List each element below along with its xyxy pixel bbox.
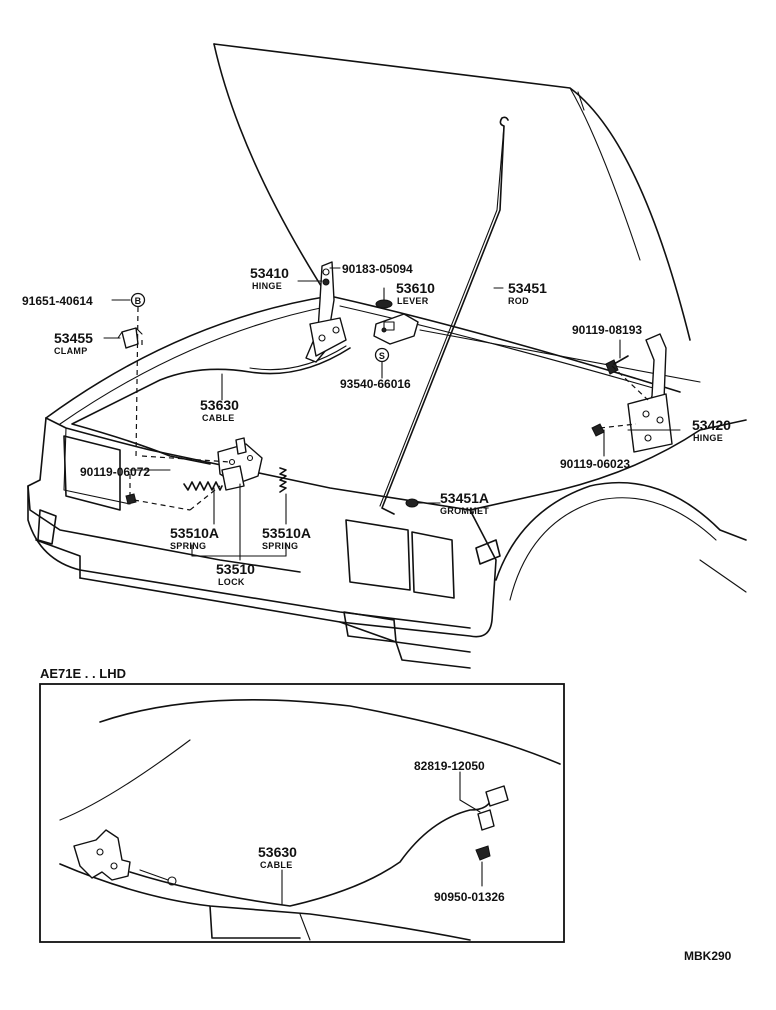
hinge-left — [305, 261, 347, 363]
hinge-right — [627, 333, 673, 453]
label-hinge-left: HINGE — [252, 281, 282, 291]
springs — [183, 467, 287, 493]
hood-panel — [213, 43, 691, 341]
label-53451: 53451 — [508, 280, 547, 296]
label-clamp: CLAMP — [54, 346, 88, 356]
label-53610: 53610 — [396, 280, 435, 296]
marker-s-label: S — [379, 351, 385, 361]
label-82819-12050: 82819-12050 — [414, 759, 485, 773]
label-93540-66016: 93540-66016 — [340, 377, 411, 391]
label-spring-right: SPRING — [262, 541, 298, 551]
release-cable — [71, 345, 351, 465]
label-53510: 53510 — [216, 561, 255, 577]
lever — [373, 299, 419, 345]
label-cable-inset: CABLE — [260, 860, 293, 870]
label-hinge-right: HINGE — [693, 433, 723, 443]
label-53510a-right: 53510A — [262, 525, 311, 541]
label-53420: 53420 — [692, 417, 731, 433]
label-90183-05094: 90183-05094 — [342, 262, 413, 276]
fasteners — [125, 278, 629, 508]
label-lever: LEVER — [397, 296, 429, 306]
label-53510a-left: 53510A — [170, 525, 219, 541]
label-90119-08193: 90119-08193 — [572, 323, 642, 337]
clamp — [117, 327, 143, 349]
car-body — [27, 295, 747, 669]
label-cable-main: CABLE — [202, 413, 235, 423]
inset-body — [59, 699, 561, 941]
label-53630-inset: 53630 — [258, 844, 297, 860]
label-grommet: GROMMET — [440, 506, 489, 516]
hood-rod — [379, 116, 509, 515]
marker-b-label: B — [135, 296, 142, 306]
label-53410: 53410 — [250, 265, 289, 281]
label-90119-06072: 90119-06072 — [80, 465, 150, 479]
label-90950-01326: 90950-01326 — [434, 890, 505, 904]
leader-lines — [103, 267, 681, 561]
label-lock: LOCK — [218, 577, 245, 587]
label-rod: ROD — [508, 296, 529, 306]
label-spring-left: SPRING — [170, 541, 206, 551]
dashed-leaders — [129, 306, 649, 511]
lock-assembly — [217, 437, 263, 491]
inset-title: AE71E . . LHD — [40, 666, 126, 681]
inset-leaders — [281, 771, 483, 905]
label-53455: 53455 — [54, 330, 93, 346]
marker-b — [130, 292, 146, 308]
figure-code: MBK290 — [684, 949, 732, 963]
label-90119-06023: 90119-06023 — [560, 457, 630, 471]
label-53630-main: 53630 — [200, 397, 239, 413]
label-91651-40614: 91651-40614 — [22, 294, 93, 308]
inset-frame — [39, 683, 565, 943]
label-53451a: 53451A — [440, 490, 489, 506]
